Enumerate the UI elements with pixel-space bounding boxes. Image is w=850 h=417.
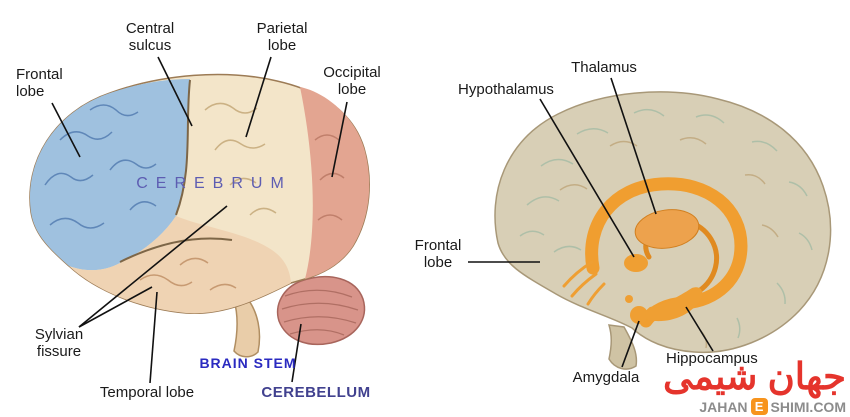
label-frontal-lobe-left: Frontal lobe: [16, 66, 63, 101]
label-parietal-lobe: Parietal lobe: [256, 20, 308, 55]
watermark-persian-text: جهان شیمی: [662, 356, 846, 398]
label-thalamus: Thalamus: [571, 59, 637, 76]
hippocampus-shape: [645, 287, 703, 322]
right-gyri: [519, 108, 813, 339]
cerebellum-pointer: [291, 323, 302, 383]
label-sylvian-fissure: Sylvian fissure: [34, 326, 84, 361]
temporal-pointer: [149, 291, 158, 384]
hypothalamus-pointer: [539, 98, 635, 258]
watermark-shimi: SHIMI.COM: [770, 398, 846, 415]
hippocampus-pointer: [685, 306, 714, 352]
sylvian-pointer-1: [78, 286, 153, 328]
left-brain: [29, 73, 370, 358]
amygdala-pointer: [621, 320, 640, 368]
pointer-lines: [51, 56, 714, 384]
right-brainstem-shape: [607, 324, 638, 370]
central-sulcus-pointer: [157, 56, 193, 127]
occipital-pointer: [331, 101, 348, 178]
amygdala-shape: [630, 306, 648, 324]
label-frontal-lobe-right: Frontal lobe: [414, 237, 462, 272]
frontal-gyri: [44, 104, 157, 229]
right-brain: [494, 91, 832, 370]
cerebellum-striations: [281, 289, 359, 336]
sylvian-pointer-2: [78, 205, 228, 328]
watermark-latin-text: JAHAN E SHIMI.COM: [663, 398, 846, 415]
frontal-lobe-shape: [29, 79, 191, 271]
watermark: جهان شیمی JAHAN E SHIMI.COM: [662, 356, 846, 415]
temporal-gyri: [139, 257, 237, 291]
sylvian-fissure-line: [119, 237, 233, 263]
limbic-fibers: [562, 260, 606, 306]
label-central-sulcus: Central sulcus: [125, 20, 175, 55]
label-hippocampus: Hippocampus: [666, 350, 758, 367]
watermark-e-badge: E: [750, 398, 768, 415]
brainstem-shape: [233, 297, 261, 358]
label-occipital-lobe: Occipital lobe: [323, 64, 381, 99]
thalamus-pointer: [610, 77, 657, 215]
label-hypothalamus: Hypothalamus: [458, 81, 554, 98]
label-brain-stem: BRAIN STEM: [199, 355, 297, 371]
mammillary-body-shape: [625, 295, 633, 303]
parietal-pointer: [245, 56, 272, 138]
label-temporal-lobe: Temporal lobe: [99, 384, 195, 401]
thalamus-shape: [634, 209, 700, 249]
occipital-lobe-shape: [300, 87, 370, 279]
hypothalamus-shape: [624, 254, 648, 272]
parietal-gyri: [204, 102, 277, 216]
central-sulcus-line: [175, 79, 191, 216]
label-cerebellum: CEREBELLUM: [261, 384, 371, 401]
label-cerebrum: CEREBRUM: [136, 175, 292, 192]
label-amygdala: Amygdala: [572, 369, 640, 386]
watermark-jahan: JAHAN: [699, 398, 748, 415]
frontal-left-pointer: [51, 102, 81, 158]
